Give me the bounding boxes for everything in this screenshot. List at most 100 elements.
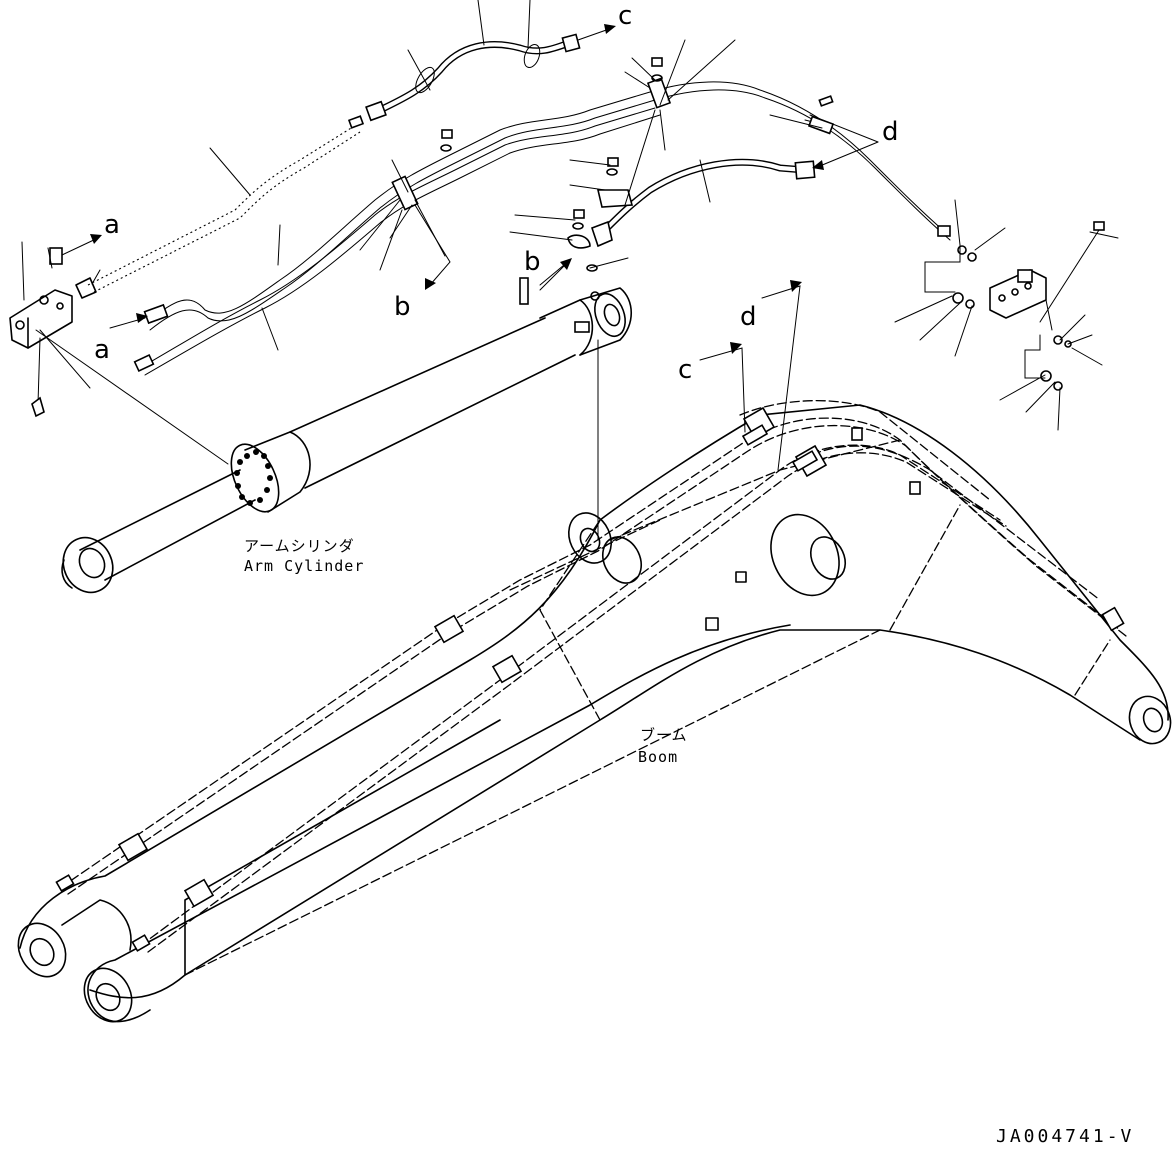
bolt-2 (651, 57, 663, 67)
pipe-end-fitting-1 (55, 874, 75, 892)
pipe-upper-fitting-c (741, 424, 769, 446)
callout-b-lower: b (524, 247, 541, 277)
arm-tube-1 (149, 81, 946, 321)
hose-d-end-fitting (794, 160, 816, 180)
boom-upper-edge (19, 404, 1169, 949)
arrow-a-top-shaft (61, 237, 99, 256)
boom-fitting-a (705, 617, 719, 631)
oring-8 (1064, 340, 1072, 348)
leader-lines (21, 0, 1119, 431)
pipe-clamp-7 (1101, 606, 1125, 632)
arrow-d-top-shaft-2 (809, 114, 879, 143)
boom-top-pin (1142, 707, 1164, 733)
pipe-clamp-9 (851, 427, 863, 441)
cylinder-tube-top (289, 317, 546, 433)
bolt-5 (818, 95, 834, 107)
pipe-clamp-3 (117, 832, 149, 862)
arm-tube-2 (149, 89, 951, 331)
hose-c-tip-fitting (561, 33, 581, 53)
oring-4 (965, 299, 975, 309)
pipe-clamp-8 (909, 481, 921, 495)
callout-arrows (61, 24, 879, 471)
boom-pipe-6 (739, 400, 991, 501)
arrow-c-top-head (604, 24, 616, 34)
hidden-tube-upper (87, 124, 357, 286)
arrow-b-lower-head (560, 258, 572, 270)
boom-inner-rib (539, 519, 601, 721)
boom-pipe-3 (139, 444, 1001, 947)
bolt-4 (573, 209, 585, 219)
hidden-tube-upper-2 (93, 131, 361, 293)
arrow-a-lower-head (136, 313, 148, 323)
hose-c-clamp (415, 66, 435, 94)
port-block-bolt-2 (39, 295, 49, 305)
tube-fitting-a-upper (143, 303, 169, 325)
tube-clamp-top (646, 77, 672, 109)
boom-piping (55, 400, 1127, 953)
head-bolts (234, 449, 273, 506)
cylinder-bottom-bore (603, 303, 621, 327)
pipe-clamp-2 (491, 654, 523, 684)
cylinder-bracket-boss (568, 512, 612, 564)
arrow-b-lower-shaft (539, 261, 569, 291)
pipe-end-fitting-2 (131, 934, 151, 952)
oring-5 (1040, 370, 1052, 382)
hose-c-clamp-2 (523, 43, 541, 69)
pipe-clamp-1 (433, 614, 465, 644)
leader-port-down (37, 337, 41, 405)
oring-2 (967, 252, 977, 262)
boom-pipe-2 (67, 424, 1127, 895)
bolt-top-right (1093, 221, 1105, 231)
arm-cylinder-label-en: Arm Cylinder (244, 557, 364, 575)
boom-fitting-b (735, 571, 747, 583)
cylinder-rod-top (79, 469, 241, 551)
cylinder-bottom-face (579, 299, 594, 356)
flange-plate (596, 189, 634, 208)
oring-6 (1053, 381, 1063, 391)
cylinder-bottom-block (539, 287, 632, 356)
boom-pipe-4 (147, 452, 1007, 953)
boom-rib-2 (889, 504, 961, 631)
arm-cylinder-label-jp: アームシリンダ (244, 537, 355, 555)
tube-fitting-a-lower (133, 354, 155, 372)
pipe-upper-fitting-d (791, 450, 819, 472)
right-manifold (924, 221, 1105, 391)
fasteners (31, 57, 834, 418)
arm-tube-4 (144, 114, 661, 376)
stay-bracket (519, 277, 529, 305)
plug-fitting (31, 396, 45, 418)
leader-port-to-head (35, 329, 229, 465)
manifold-inlet-1 (937, 225, 951, 237)
washer-2 (651, 74, 663, 82)
cylinder-bottom-port (574, 321, 590, 333)
callout-c-top: c (618, 1, 632, 31)
arrow-d-lower-head (790, 280, 802, 292)
arrow-c-lower-shaft (699, 347, 746, 433)
hose-c-end-fitting (365, 100, 387, 122)
callout-b-upper: b (394, 292, 411, 322)
callout-d-top: d (882, 117, 899, 147)
tee-fitting (75, 277, 97, 299)
callout-c-lower: c (678, 355, 692, 385)
washer-1 (440, 144, 452, 152)
rod-port-block (9, 289, 73, 349)
boom-foot-pin-left (29, 937, 55, 967)
bolt-3 (607, 157, 619, 167)
boom-label-en: Boom (638, 748, 678, 766)
rod-end-side (61, 559, 73, 589)
labels: a a b b c c d d アームシリンダ Arm Cylinder ブーム… (94, 1, 1134, 1147)
arm-tube-3 (139, 107, 656, 369)
arrow-b-upper-head (425, 278, 436, 290)
drawing-code: JA004741-V (996, 1126, 1134, 1147)
port-block-bolt-1 (15, 320, 25, 330)
boom-lower-edge (89, 629, 1141, 999)
arrow-d-lower-shaft (761, 285, 801, 471)
boom-rib-4 (609, 439, 901, 541)
cylinder-tube-bottom (304, 354, 576, 489)
boom-top-boss (1128, 695, 1172, 745)
boom-foot-pin-right (95, 982, 121, 1012)
hose-d-elbow (590, 220, 613, 248)
bolt-1 (441, 129, 453, 139)
washer-5 (586, 264, 598, 272)
